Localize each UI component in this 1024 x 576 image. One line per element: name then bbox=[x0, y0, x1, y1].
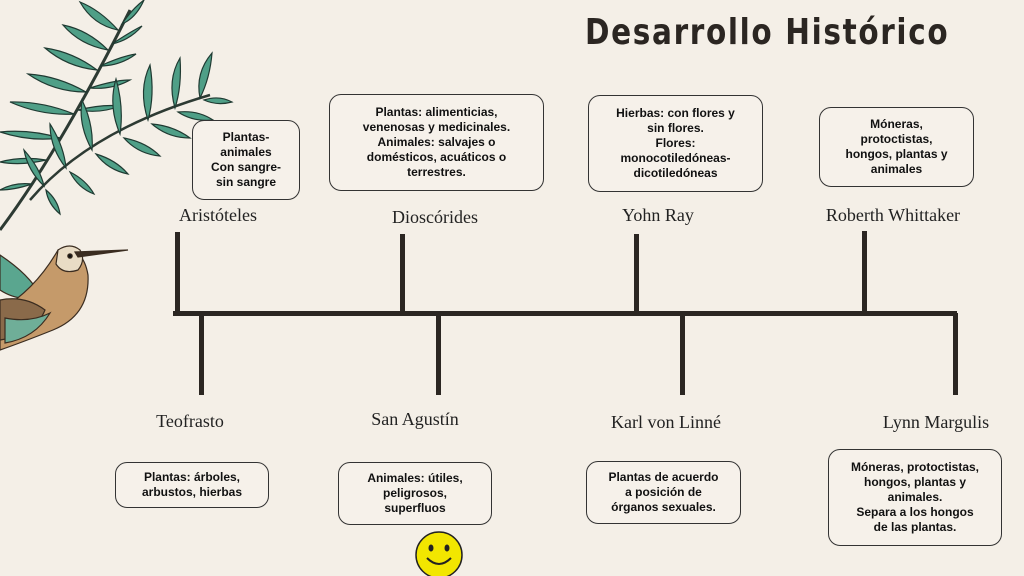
note-san-agustin: Animales: útiles, peligrosos, superfluos bbox=[338, 462, 492, 525]
event-name-dioscorides: Dioscórides bbox=[392, 207, 478, 227]
event-name-san-agustin: San Agustín bbox=[371, 409, 459, 429]
smiley-face-icon bbox=[415, 531, 463, 576]
connector-teofrasto bbox=[199, 313, 204, 395]
note-aristoteles: Plantas- animales Con sangre- sin sangre bbox=[192, 120, 300, 200]
connector-aristoteles bbox=[175, 232, 180, 314]
connector-dioscorides bbox=[400, 234, 405, 314]
page-title: Desarrollo Histórico bbox=[585, 12, 950, 53]
note-teofrasto: Plantas: árboles, arbustos, hierbas bbox=[115, 462, 269, 508]
event-name-teofrasto: Teofrasto bbox=[156, 411, 224, 431]
connector-karl-von-linne bbox=[680, 313, 685, 395]
palm-leaf-and-hummingbird-illustration bbox=[0, 0, 234, 351]
note-lynn-margulis: Móneras, protoctistas, hongos, plantas y… bbox=[828, 449, 1002, 546]
event-name-lynn-margulis: Lynn Margulis bbox=[882, 412, 990, 432]
event-name-yohn-ray: Yohn Ray bbox=[622, 205, 694, 225]
event-name-roberth-whittaker: Roberth Whittaker bbox=[825, 205, 961, 225]
connector-lynn-margulis bbox=[953, 313, 958, 395]
note-karl-von-linne: Plantas de acuerdo a posición de órganos… bbox=[586, 461, 741, 524]
connector-roberth-whittaker bbox=[862, 231, 867, 314]
note-dioscorides: Plantas: alimenticias, venenosas y medic… bbox=[329, 94, 544, 191]
event-name-karl-von-linne: Karl von Linné bbox=[611, 412, 721, 432]
connector-yohn-ray bbox=[634, 234, 639, 314]
note-roberth-whittaker: Móneras, protoctistas, hongos, plantas y… bbox=[819, 107, 974, 187]
event-name-aristoteles: Aristóteles bbox=[179, 205, 257, 225]
timeline-axis bbox=[173, 311, 957, 316]
note-yohn-ray: Hierbas: con flores y sin flores. Flores… bbox=[588, 95, 763, 192]
connector-san-agustin bbox=[436, 313, 441, 395]
